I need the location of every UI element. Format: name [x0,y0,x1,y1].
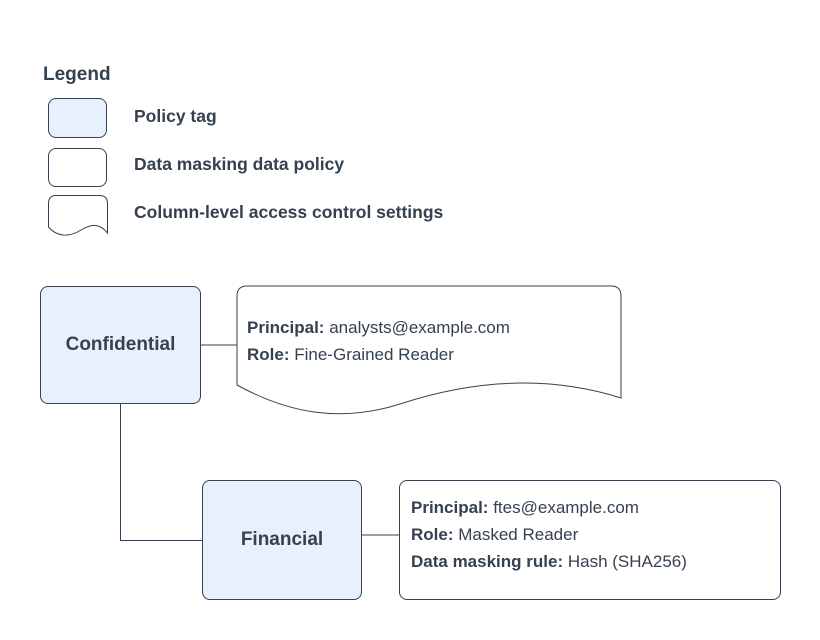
settings-line-role: Role: Fine-Grained Reader [247,345,454,364]
legend-label-policy-tag: Policy tag [134,106,217,126]
policy-line-principal: Principal: ftes@example.com [411,498,639,517]
legend-label-column-level-settings: Column-level access control settings [134,202,444,222]
node-financial-label: Financial [240,529,324,550]
policy-tag-shape-icon [48,98,107,138]
settings-line-principal: Principal: analysts@example.com [247,318,510,337]
financial-policy-text: Principal: ftes@example.com Role: Masked… [411,494,687,575]
policy-line-role: Role: Masked Reader [411,525,579,544]
document-shape-icon [48,195,108,236]
node-financial: Financial [202,480,362,600]
legend-label-data-masking-policy: Data masking data policy [134,154,345,174]
policy-line-masking-rule: Data masking rule: Hash (SHA256) [411,552,687,571]
node-confidential: Confidential [40,286,201,404]
confidential-settings-text: Principal: analysts@example.com Role: Fi… [247,314,510,368]
legend-title: Legend [43,64,111,85]
node-confidential-label: Confidential [65,334,176,355]
financial-policy-box [399,480,781,600]
data-policy-shape-icon [48,148,107,187]
connector-confidential-to-financial [120,404,202,541]
